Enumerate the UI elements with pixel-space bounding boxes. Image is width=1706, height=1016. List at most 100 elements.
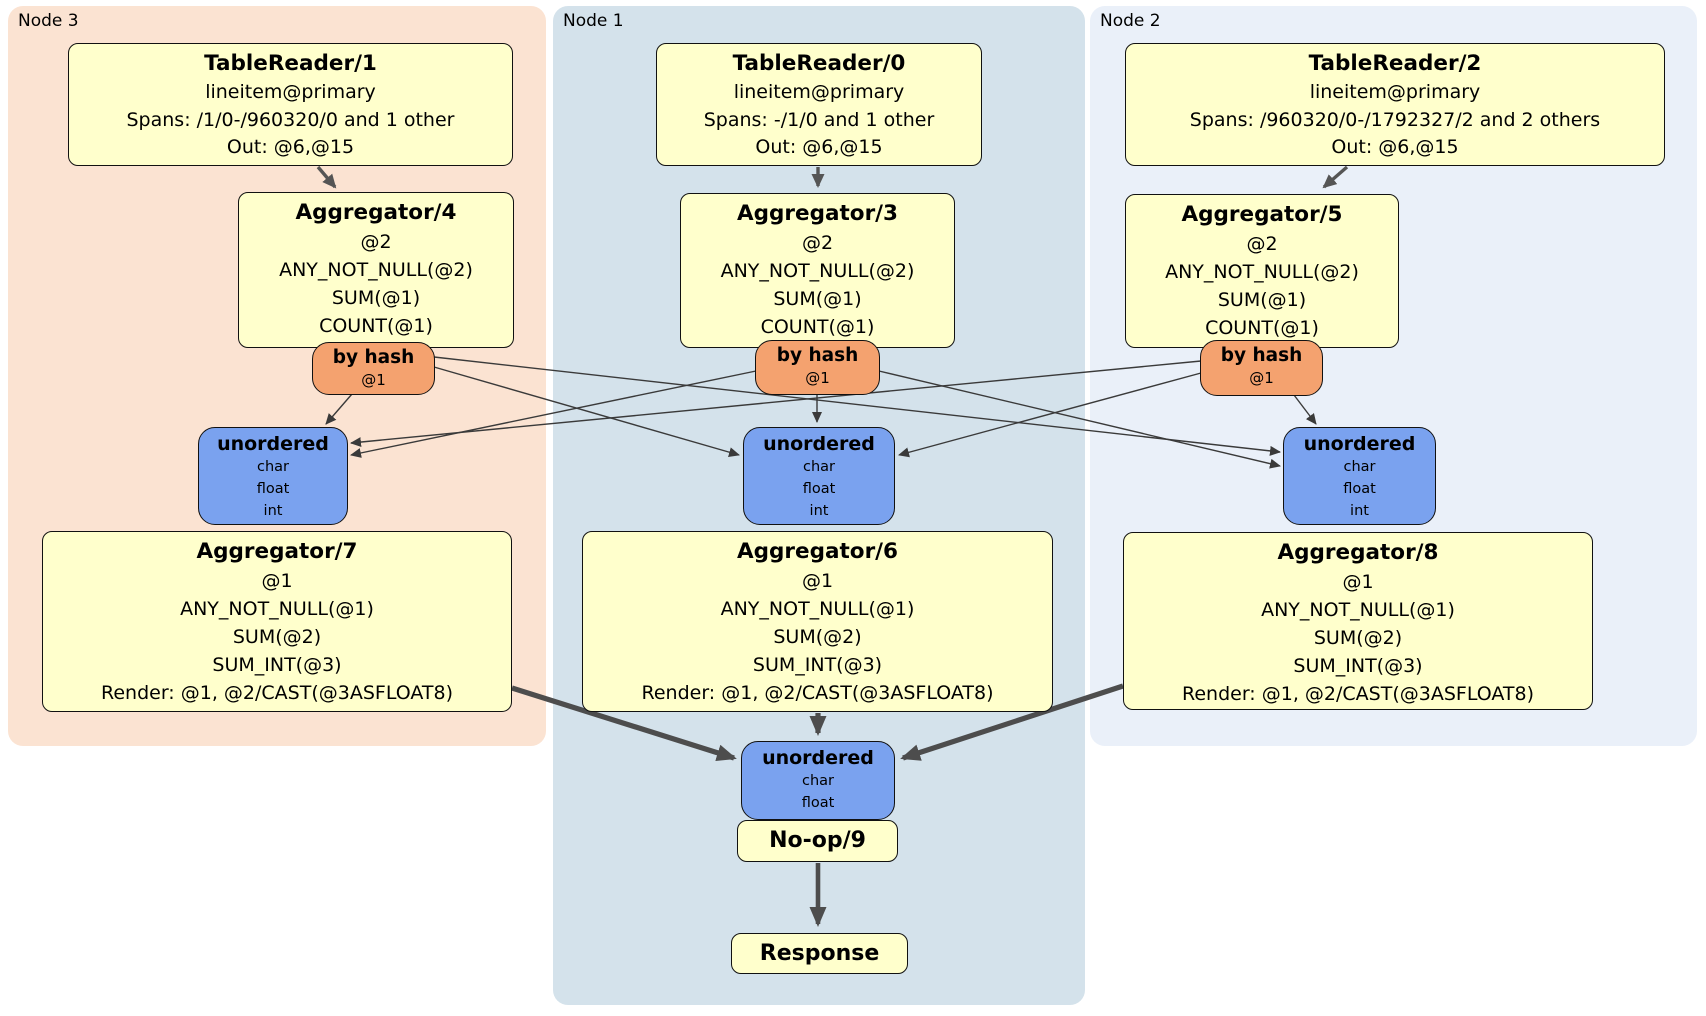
router4-title: by hash [332, 347, 415, 368]
tablereader0-title: TableReader/0 [732, 51, 906, 76]
tablereader1-out: Out: @6,@15 [226, 136, 355, 158]
router4-by-hash: by hash @1 [312, 342, 435, 395]
aggregator6-title: Aggregator/6 [737, 539, 898, 564]
node3-label: Node 3 [18, 11, 79, 31]
aggregator3-box: Aggregator/3 @2 ANY_NOT_NULL(@2) SUM(@1)… [680, 193, 955, 348]
sync2-type-char: char [1343, 459, 1376, 475]
edge-router4-to-sync3 [325, 393, 353, 425]
aggregator4-fn2: SUM(@1) [331, 287, 421, 309]
output-sync-type-float: float [801, 795, 835, 811]
aggregator7-fn2: SUM(@2) [232, 626, 322, 648]
edge-tablereader1-to-aggregator4 [316, 165, 337, 189]
tablereader2-spans: Spans: /960320/0-/1792327/2 and 2 others [1189, 108, 1601, 131]
aggregator6-fn3: SUM_INT(@3) [752, 654, 883, 676]
output-sync-type-char: char [801, 773, 834, 789]
tablereader0-spans: Spans: -/1/0 and 1 other [703, 108, 935, 131]
sync1-type-char: char [802, 459, 835, 475]
aggregator6-fn1: ANY_NOT_NULL(@1) [720, 598, 915, 620]
aggregator3-fn2: SUM(@1) [773, 288, 862, 310]
sync1-type-int: int [809, 503, 829, 519]
aggregator3-fn3: COUNT(@1) [760, 316, 875, 338]
sync1-unordered: unordered char float int [743, 427, 895, 525]
aggregator8-group-col: @1 [1342, 571, 1374, 593]
edge-router5-to-sync3 [350, 360, 1202, 448]
sync3-type-char: char [256, 459, 289, 475]
aggregator4-fn1: ANY_NOT_NULL(@2) [279, 259, 473, 281]
node1-label: Node 1 [563, 11, 624, 31]
tablereader2-title: TableReader/2 [1308, 51, 1482, 76]
router5-by-hash: by hash @1 [1200, 340, 1323, 396]
tablereader2-out: Out: @6,@15 [1331, 136, 1459, 158]
sync3-type-int: int [263, 503, 283, 519]
tablereader1-title: TableReader/1 [204, 51, 377, 76]
edge-router5-to-sync2 [1293, 394, 1317, 425]
tablereader2-box: TableReader/2 lineitem@primary Spans: /9… [1125, 43, 1665, 166]
router3-columns: @1 [805, 369, 830, 387]
edge-router3-to-sync3 [350, 370, 757, 458]
aggregator3-fn1: ANY_NOT_NULL(@2) [720, 260, 915, 282]
tablereader1-box: TableReader/1 lineitem@primary Spans: /1… [68, 43, 513, 166]
aggregator5-title: Aggregator/5 [1181, 202, 1343, 227]
aggregator4-title: Aggregator/4 [295, 200, 457, 225]
aggregator8-title: Aggregator/8 [1277, 540, 1439, 565]
aggregator5-fn1: ANY_NOT_NULL(@2) [1165, 261, 1359, 283]
router3-by-hash: by hash @1 [755, 340, 880, 395]
aggregator8-box: Aggregator/8 @1 ANY_NOT_NULL(@1) SUM(@2)… [1123, 532, 1593, 710]
aggregator4-fn3: COUNT(@1) [319, 315, 433, 337]
edge-aggregator7-to-output-sync [511, 685, 737, 761]
aggregator4-group-col: @2 [360, 231, 392, 253]
noop-box: No-op/9 [737, 820, 898, 862]
aggregator7-group-col: @1 [261, 570, 293, 592]
edge-aggregator8-to-output-sync [900, 683, 1124, 761]
edge-router4-to-sync2 [433, 356, 1281, 456]
tablereader0-index: lineitem@primary [733, 81, 905, 103]
sync1-title: unordered [763, 433, 875, 455]
sync2-type-int: int [1350, 503, 1369, 519]
aggregator8-render: Render: @1, @2/CAST(@3ASFLOAT8) [1182, 683, 1534, 705]
tablereader1-index: lineitem@primary [205, 81, 376, 103]
aggregator5-fn2: SUM(@1) [1217, 289, 1307, 311]
aggregator7-box: Aggregator/7 @1 ANY_NOT_NULL(@1) SUM(@2)… [42, 531, 512, 712]
tablereader1-spans: Spans: /1/0-/960320/0 and 1 other [126, 108, 455, 131]
sync3-type-float: float [256, 481, 290, 497]
aggregator6-render: Render: @1, @2/CAST(@3ASFLOAT8) [641, 682, 994, 704]
aggregator8-fn3: SUM_INT(@3) [1293, 655, 1423, 677]
tablereader0-out: Out: @6,@15 [755, 136, 883, 158]
aggregator6-group-col: @1 [801, 570, 834, 592]
output-sync-unordered: unordered char float [741, 741, 895, 820]
aggregator8-fn1: ANY_NOT_NULL(@1) [1261, 599, 1455, 621]
aggregator7-fn3: SUM_INT(@3) [212, 654, 342, 676]
aggregator7-title: Aggregator/7 [196, 539, 358, 564]
router4-columns: @1 [361, 371, 386, 389]
aggregator4-box: Aggregator/4 @2 ANY_NOT_NULL(@2) SUM(@1)… [238, 192, 514, 348]
sync3-unordered: unordered char float int [198, 427, 348, 525]
aggregator7-render: Render: @1, @2/CAST(@3ASFLOAT8) [101, 682, 453, 704]
edge-router3-to-sync2 [878, 370, 1281, 469]
response-box: Response [731, 933, 908, 974]
aggregator7-fn1: ANY_NOT_NULL(@1) [180, 598, 374, 620]
output-sync-title: unordered [762, 747, 874, 769]
aggregator3-title: Aggregator/3 [737, 201, 898, 226]
aggregator5-box: Aggregator/5 @2 ANY_NOT_NULL(@2) SUM(@1)… [1125, 194, 1399, 348]
node2-label: Node 2 [1100, 11, 1161, 31]
edge-router4-to-sync1 [433, 366, 740, 458]
aggregator3-group-col: @2 [801, 232, 834, 254]
response-title: Response [759, 940, 880, 966]
tablereader0-box: TableReader/0 lineitem@primary Spans: -/… [656, 43, 982, 166]
aggregator5-fn3: COUNT(@1) [1205, 317, 1319, 339]
edge-router5-to-sync1 [898, 372, 1202, 458]
sync2-title: unordered [1303, 433, 1416, 455]
aggregator6-fn2: SUM(@2) [773, 626, 862, 648]
sync3-title: unordered [217, 433, 329, 455]
sync2-type-float: float [1343, 481, 1376, 497]
aggregator5-group-col: @2 [1246, 233, 1278, 255]
router5-title: by hash [1220, 345, 1303, 366]
tablereader2-index: lineitem@primary [1309, 81, 1481, 103]
edge-tablereader2-to-aggregator5 [1322, 165, 1349, 189]
aggregator6-box: Aggregator/6 @1 ANY_NOT_NULL(@1) SUM(@2)… [582, 531, 1053, 712]
aggregator8-fn2: SUM(@2) [1313, 627, 1403, 649]
sync2-unordered: unordered char float int [1283, 427, 1436, 525]
router5-columns: @1 [1249, 369, 1274, 387]
